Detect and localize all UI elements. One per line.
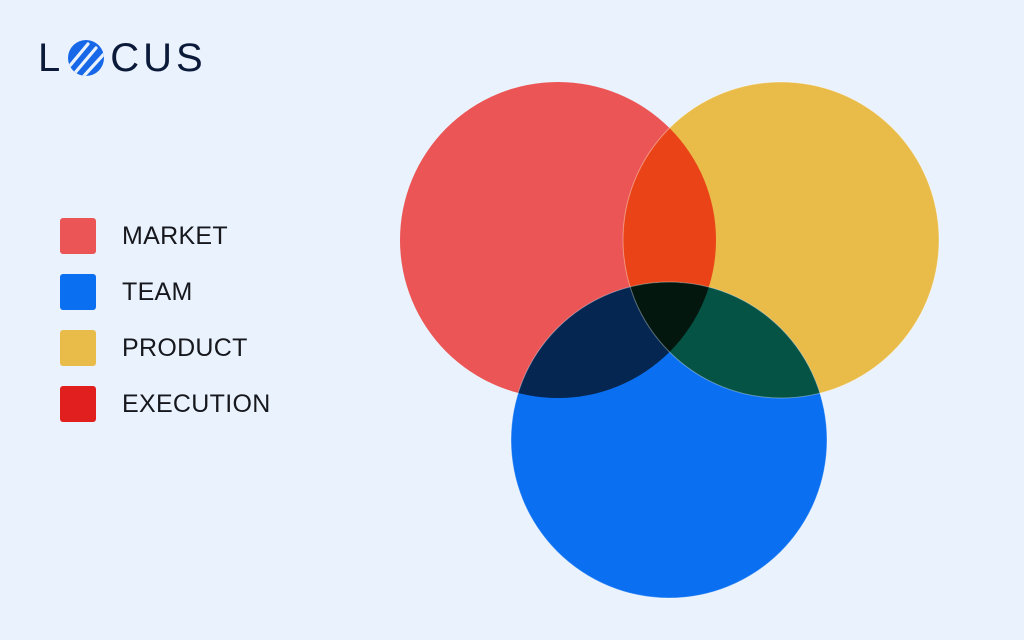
legend-label-execution: EXECUTION <box>122 389 271 418</box>
legend-label-team: TEAM <box>122 277 193 306</box>
venn-overlap-product-team <box>623 282 827 398</box>
logo-text-start: L <box>38 36 65 80</box>
venn-outline-product <box>622 81 940 399</box>
legend-label-product: PRODUCT <box>122 333 248 362</box>
venn-outline-team <box>510 281 828 599</box>
legend-swatch-market <box>60 218 96 254</box>
legend-swatch-product <box>60 330 96 366</box>
legend-item-market: MARKET <box>60 218 271 254</box>
legend: MARKET TEAM PRODUCT EXECUTION <box>60 218 271 442</box>
globe-icon <box>68 40 105 76</box>
legend-label-market: MARKET <box>122 221 228 250</box>
legend-swatch-execution <box>60 386 96 422</box>
legend-swatch-team <box>60 274 96 310</box>
legend-item-team: TEAM <box>60 274 271 310</box>
logo-text-end: CUS <box>110 36 207 80</box>
locus-logo: L CUS <box>38 36 207 80</box>
legend-item-product: PRODUCT <box>60 330 271 366</box>
legend-item-execution: EXECUTION <box>60 386 271 422</box>
venn-overlap-market-team <box>511 282 716 398</box>
